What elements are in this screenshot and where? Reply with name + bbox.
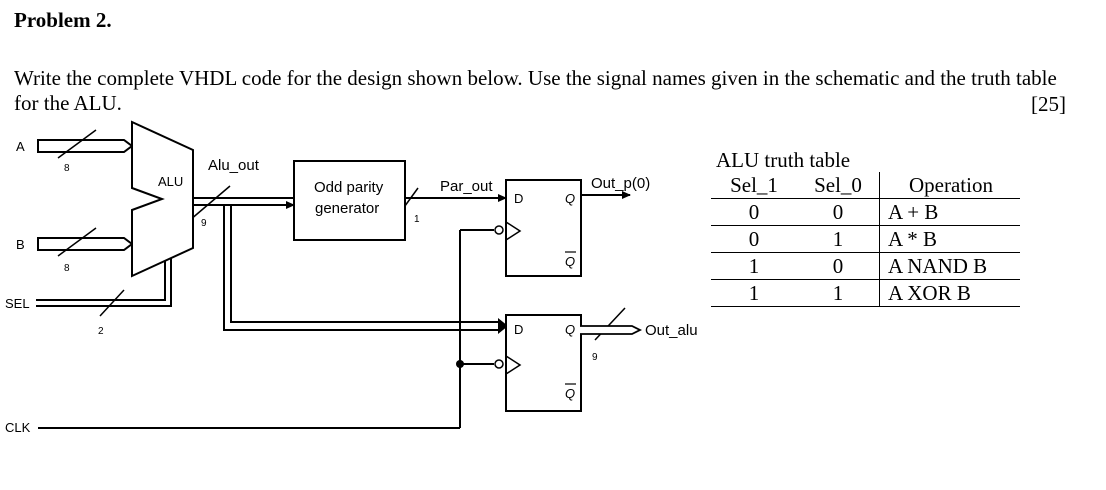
out-alu-signal-label: Out_alu [645, 322, 698, 339]
table-row: 0 1 A * B [711, 225, 1020, 253]
problem-title: Problem 2. [14, 8, 112, 32]
out-p-signal-label: Out_p(0) [591, 175, 650, 192]
ff2-q-port: Q [565, 322, 575, 337]
width-par-out-label: 1 [414, 214, 420, 225]
cell-sel1: 1 [711, 279, 797, 307]
table-row: 1 1 A XOR B [711, 279, 1020, 307]
cell-sel1: 0 [711, 198, 797, 226]
width-b-label: 8 [64, 263, 70, 274]
truth-table-header-row: Sel_1 Sel_0 Operation [711, 172, 1020, 199]
clock-net [38, 225, 504, 429]
table-row: 0 0 A + B [711, 198, 1020, 226]
cell-operation: A NAND B [879, 252, 1020, 280]
problem-points: [25] [1031, 92, 1066, 116]
schematic-diagram: A B SEL CLK 8 8 2 9 1 9 ALU Alu_out Odd … [5, 120, 698, 435]
par-out-signal-label: Par_out [440, 178, 493, 195]
parity-block-line2: generator [315, 200, 379, 217]
input-a-label: A [16, 139, 25, 154]
input-clk-label: CLK [5, 420, 31, 435]
truth-table-caption: ALU truth table [716, 148, 851, 172]
cell-sel0: 1 [797, 279, 880, 307]
alu-label: ALU [158, 174, 183, 189]
table-row: 1 0 A NAND B [711, 252, 1020, 280]
alu-truth-table: ALU truth table Sel_1 Sel_0 Operation 0 … [711, 148, 1020, 307]
input-b-bus [37, 237, 134, 251]
input-b-label: B [16, 237, 25, 252]
qbar-overlines [565, 251, 576, 385]
alu-block [131, 120, 194, 278]
flipflop-parity [505, 179, 631, 277]
parity-block-line1: Odd parity [314, 179, 384, 196]
ff1-q-port: Q [565, 191, 575, 206]
alu-out-bus [193, 198, 508, 334]
ff1-d-port: D [514, 191, 523, 206]
cell-sel0: 1 [797, 225, 880, 253]
sel-bus [36, 252, 172, 307]
problem-instructions: Write the complete VHDL code for the des… [14, 66, 1057, 115]
width-out-alu-label: 9 [592, 352, 598, 363]
header-sel1: Sel_1 [711, 172, 797, 199]
width-sel-label: 2 [98, 326, 104, 337]
cell-operation: A XOR B [879, 279, 1020, 307]
ff2-d-port: D [514, 322, 523, 337]
cell-operation: A * B [879, 225, 1020, 253]
odd-parity-generator-block [293, 160, 406, 241]
width-a-label: 8 [64, 163, 70, 174]
input-sel-label: SEL [5, 296, 30, 311]
cell-sel1: 1 [711, 252, 797, 280]
header-operation: Operation [879, 172, 1020, 199]
ff1-qbar-port: Q [565, 254, 575, 269]
header-sel0: Sel_0 [797, 172, 880, 199]
flipflop-alu [505, 314, 643, 412]
width-alu-out-label: 9 [201, 218, 207, 229]
truth-table-grid: Sel_1 Sel_0 Operation 0 0 A + B 0 1 A * … [711, 172, 1020, 307]
input-a-bus [37, 139, 134, 153]
cell-sel1: 0 [711, 225, 797, 253]
cell-operation: A + B [879, 198, 1020, 226]
cell-sel0: 0 [797, 198, 880, 226]
ff2-qbar-port: Q [565, 386, 575, 401]
cell-sel0: 0 [797, 252, 880, 280]
alu-out-signal-label: Alu_out [208, 157, 260, 174]
